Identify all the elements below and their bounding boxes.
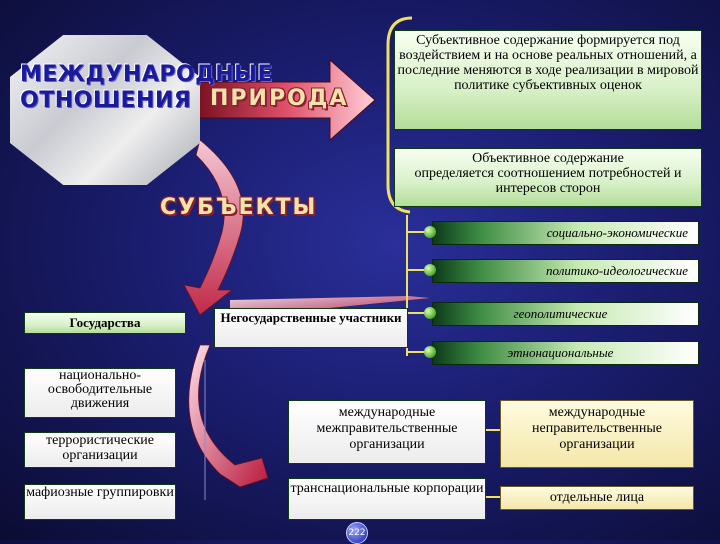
page-number-badge: 222: [346, 522, 368, 544]
subjective-content-box: Субъективное содержание формируется под …: [394, 30, 702, 130]
bullet-dot: [424, 264, 436, 276]
arrow-to-organizations: [188, 344, 269, 488]
right-item-text: международные неправительственные органи…: [532, 405, 662, 452]
right-item-text: отдельные лица: [549, 490, 645, 505]
bullet-dot: [424, 346, 436, 358]
right-item-box: отдельные лица: [500, 486, 694, 510]
subjective-content-text: Субъективное содержание формируется под …: [397, 33, 699, 93]
nature-label: ПРИРОДА: [210, 86, 349, 111]
factor-bar: социально-экономические: [432, 221, 699, 245]
middle-item-box: транснациональные корпорации: [288, 478, 486, 520]
international-relations-title: МЕЖДУНАРОДНЫЕ ОТНОШЕНИЯ: [20, 62, 274, 114]
objective-content-text: определяется соотношением потребностей и…: [414, 166, 682, 196]
title-line-1: МЕЖДУНАРОДНЫЕ: [20, 62, 274, 87]
title-line-2: ОТНОШЕНИЯ: [20, 88, 192, 113]
left-item-text: национально-освободительные движения: [47, 368, 153, 411]
left-item-text: мафиозные группировки: [26, 485, 174, 500]
factor-bar: геополитические: [432, 302, 699, 326]
left-item-box: национально-освободительные движения: [24, 368, 176, 418]
right-item-box: международные неправительственные органи…: [500, 400, 694, 468]
left-item-text: террористические организации: [46, 433, 154, 463]
arrow-to-subjects: [183, 139, 244, 316]
factor-label: политико-идеологические: [546, 263, 688, 278]
factor-bar: этнонациональные: [432, 341, 699, 365]
subjects-label: СУБЪЕКТЫ: [160, 195, 318, 220]
factor-bar: политико-идеологические: [432, 259, 699, 283]
bullet-dot: [424, 226, 436, 238]
bullet-dot: [424, 307, 436, 319]
middle-item-text: международные межправительственные орган…: [316, 405, 458, 452]
factor-label: социально-экономические: [546, 225, 688, 240]
factor-label: этнонациональные: [507, 345, 614, 360]
objective-content-title: Объективное содержание: [472, 151, 624, 166]
states-label: Государства: [69, 315, 141, 330]
arrow-to-content: [197, 58, 376, 142]
middle-item-box: международные межправительственные орган…: [288, 400, 486, 464]
states-box: Государства: [24, 312, 186, 334]
non-state-actors-box: Негосударственные участники: [214, 308, 408, 348]
left-item-box: террористические организации: [24, 432, 176, 468]
octagon-background: [10, 35, 200, 185]
factor-label: геополитические: [513, 306, 608, 321]
non-state-actors-label: Негосударственные участники: [220, 310, 402, 325]
objective-content-box: Объективное содержание определяется соот…: [394, 148, 702, 207]
left-item-box: мафиозные группировки: [24, 484, 176, 520]
yellow-bracket: [386, 16, 413, 214]
middle-item-text: транснациональные корпорации: [290, 481, 484, 496]
